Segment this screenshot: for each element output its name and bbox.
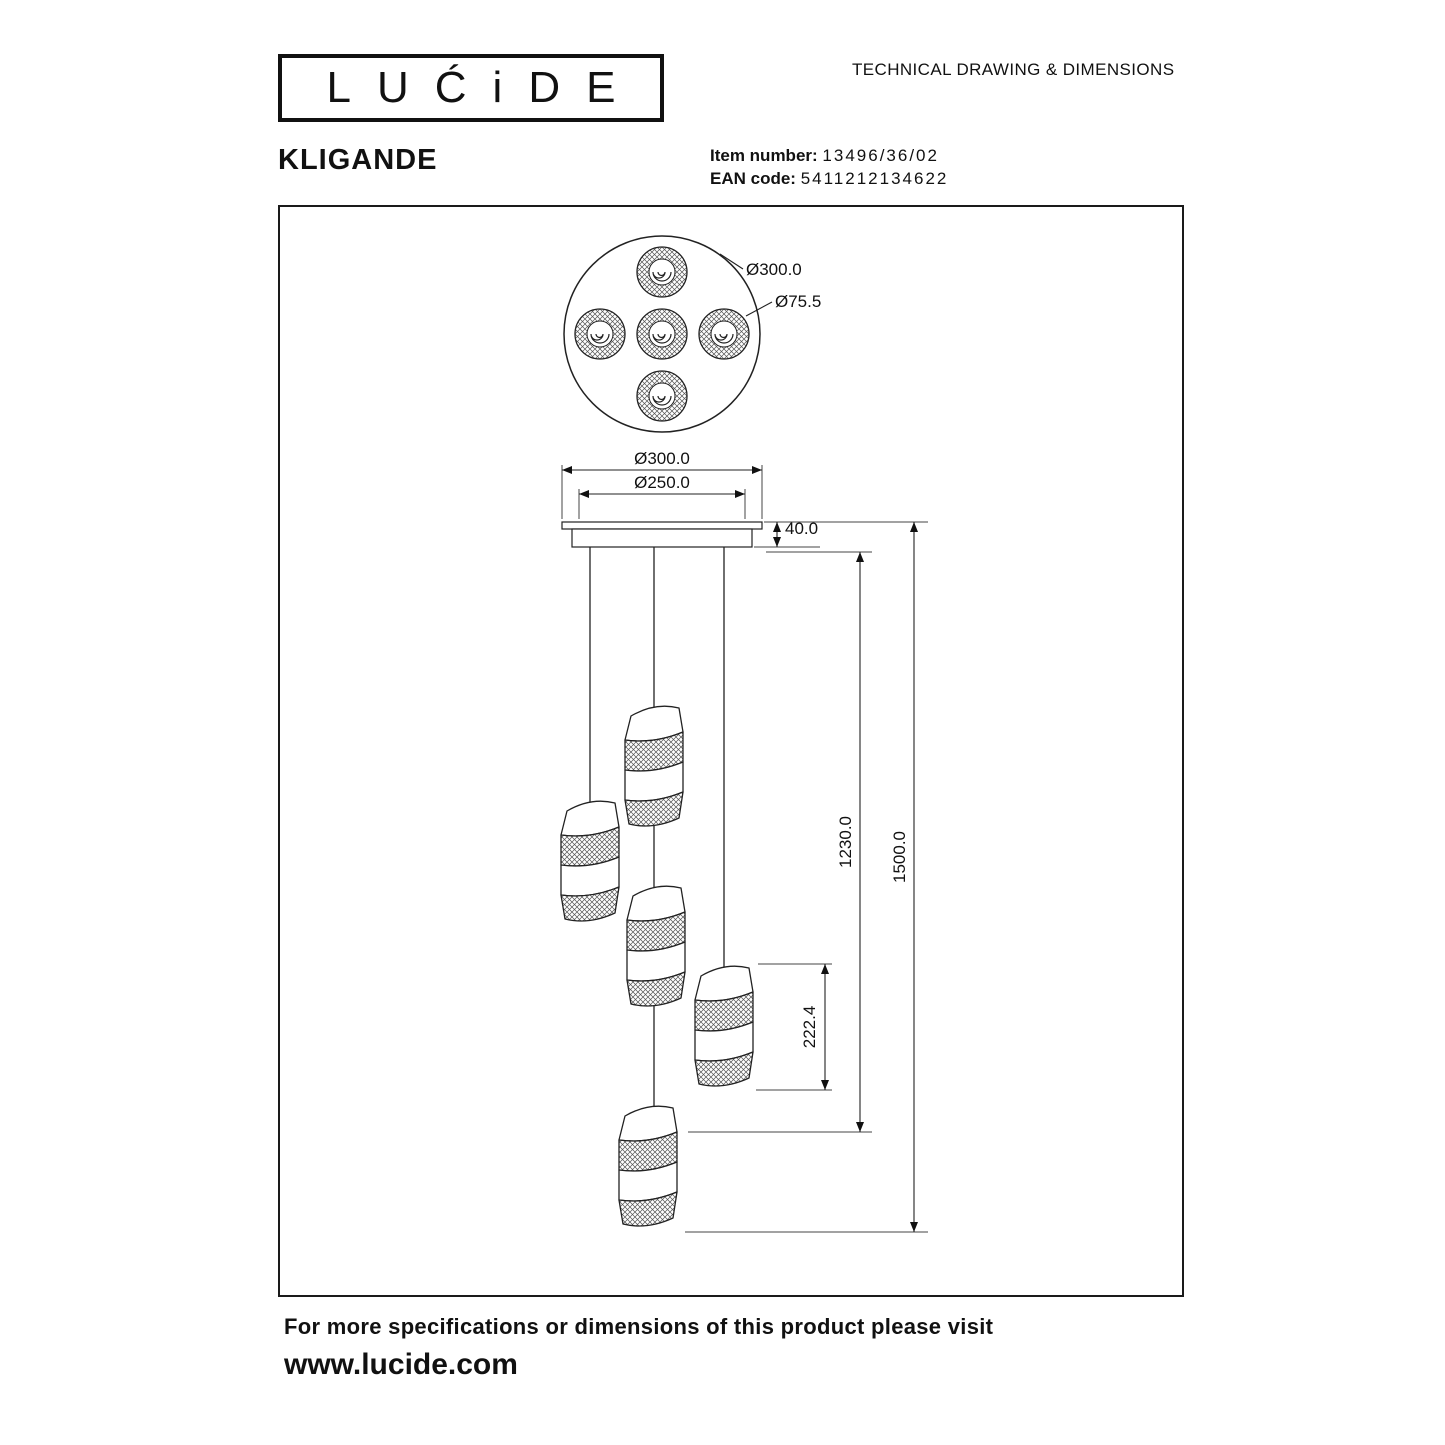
website-url: www.lucide.com [284, 1348, 518, 1381]
front-view: Ø300.0 Ø250.0 40.0 [560, 449, 928, 1233]
leader-line-outer-diameter [719, 253, 744, 270]
dim-label-wire-drop: 1230.0 [836, 816, 855, 868]
item-number-value: 13496/36/02 [822, 146, 939, 165]
ean-label: EAN code: [710, 169, 796, 188]
lamp-top-view-1 [636, 246, 688, 298]
dim-label-canopy-inner: Ø250.0 [634, 473, 690, 492]
product-name: KLIGANDE [278, 144, 438, 176]
canopy-body [571, 528, 753, 548]
brand-logo: LUĆiDE [278, 54, 664, 122]
pendant-lamp-5 [618, 1105, 678, 1227]
dim-label-topview-outer-diameter: Ø300.0 [746, 260, 802, 279]
dim-label-canopy-height: 40.0 [785, 519, 818, 538]
dim-label-canopy-outer: Ø300.0 [634, 449, 690, 468]
lamp-top-view-5 [636, 370, 688, 422]
brand-logo-text: LUĆiDE [326, 63, 642, 112]
lamp-top-view-3 [636, 308, 688, 360]
item-number-label: Item number: [710, 146, 818, 165]
dim-label-lamp-height: 222.4 [800, 1006, 819, 1049]
pendant-lamp-4 [694, 965, 754, 1087]
dim-label-lamp-diameter: Ø75.5 [775, 292, 821, 311]
item-number-row: Item number: 13496/36/02 [710, 144, 948, 167]
lamp-top-view-2 [574, 308, 626, 360]
leader-line-lamp-diameter [745, 301, 773, 317]
ean-value: 5411212134622 [800, 169, 949, 188]
footer-note: For more specifications or dimensions of… [284, 1314, 994, 1339]
lamp-top-view-4 [698, 308, 750, 360]
pendant-lamp-2 [560, 800, 620, 922]
dim-label-total-height: 1500.0 [890, 831, 909, 883]
pendant-lamp-1 [624, 705, 684, 827]
top-view: Ø300.0 Ø75.5 [563, 235, 821, 433]
drawing-frame: Ø300.0 Ø75.5 Ø300.0 Ø250.0 [278, 205, 1184, 1297]
ean-row: EAN code: 5411212134622 [710, 167, 948, 190]
technical-drawing: Ø300.0 Ø75.5 Ø300.0 Ø250.0 [560, 235, 928, 1233]
doc-title: TECHNICAL DRAWING & DIMENSIONS [852, 60, 1175, 79]
item-info: Item number: 13496/36/02 EAN code: 54112… [710, 144, 948, 190]
canopy-plate [561, 521, 763, 530]
pendant-lamp-3 [626, 885, 686, 1007]
